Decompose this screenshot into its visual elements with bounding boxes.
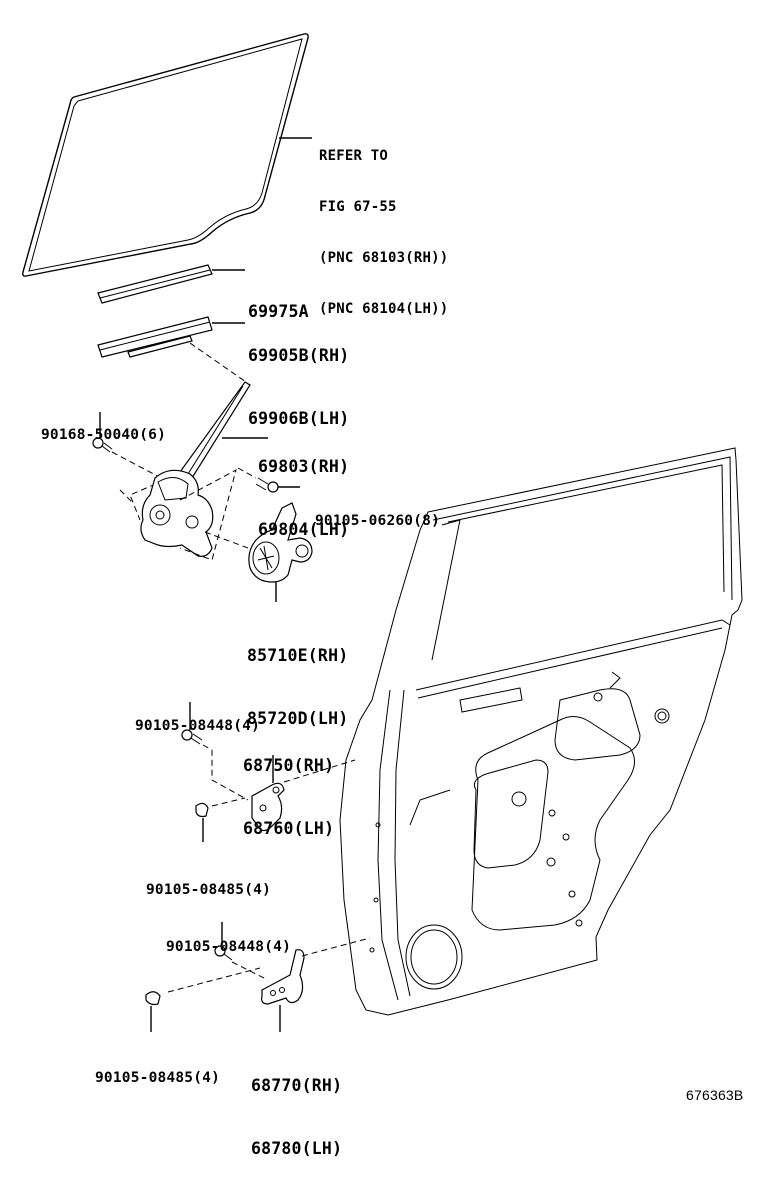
parts-diagram: REFER TO FIG 67-55 (PNC 68103(RH)) (PNC … [22,33,744,1158]
glass-ref-line4: (PNC 68104(LH)) [319,301,449,317]
part-number-rh: 68750(RH) [243,756,335,775]
diagram-drawing [22,33,743,1032]
glass-ref-line3: (PNC 68103(RH)) [319,250,449,266]
part-number: 90105-08448(4) [166,939,292,955]
glass-reference-callout: REFER TO FIG 67-55 (PNC 68103(RH)) (PNC … [319,114,448,335]
part-number-lh: 85720D(LH) [247,709,349,728]
part-number-lh: 69906B(LH) [248,409,350,428]
upper-hinge-bolt-b-callout: 90105-08485(4) [146,848,271,916]
window-regulator [119,381,268,561]
window-motor [204,502,313,602]
lower-hinge-callout: 68770(RH) 68780(LH) [251,1033,342,1180]
regulator-bolt-callout: 90168-50040(6) [41,393,166,461]
part-number-rh: 69905B(RH) [248,346,350,365]
lower-hinge-bolt-a-callout: 90105-08448(4) [166,905,291,973]
lower-hinge-bolt-b-callout: 90105-08485(4) [95,1036,220,1104]
door-panel [339,447,743,1016]
upper-hinge-callout: 68750(RH) 68760(LH) [243,713,334,860]
lower-hinge-assembly [145,922,371,1032]
part-number: 90105-08485(4) [146,882,272,898]
motor-callout: 85710E(RH) 85720D(LH) [247,603,348,750]
part-number-lh: 68760(LH) [243,819,335,838]
part-number: 90105-06260(8) [315,513,441,529]
glass-ref-line1: REFER TO [319,148,389,164]
weatherstrip-callout: 69905B(RH) 69906B(LH) [248,303,349,450]
regulator-callout: 69803(RH) 69804(LH) [258,414,349,561]
part-number: 69975A [248,302,309,321]
glass-ref-line2: FIG 67-55 [319,199,397,215]
part-number-rh: 69803(RH) [258,457,350,476]
part-number-lh: 68780(LH) [251,1139,343,1158]
figure-code: 676363B [686,1087,744,1103]
part-number-rh: 68770(RH) [251,1076,343,1095]
run-channel [97,264,245,304]
part-number: 90168-50040(6) [41,427,167,443]
motor-bolt [237,467,300,493]
part-number: 90105-08448(4) [135,718,261,734]
door-glass [22,33,312,277]
run-channel-callout: 69975A [248,259,309,343]
part-number-rh: 85710E(RH) [247,646,349,665]
upper-hinge-bolt-a-callout: 90105-08448(4) [135,684,260,752]
upper-hinge-assembly [181,702,356,842]
motor-bolt-callout: 90105-06260(8) [315,479,440,547]
weatherstrip [97,316,245,358]
part-number: 90105-08485(4) [95,1070,221,1086]
part-number-lh: 69804(LH) [258,520,350,539]
